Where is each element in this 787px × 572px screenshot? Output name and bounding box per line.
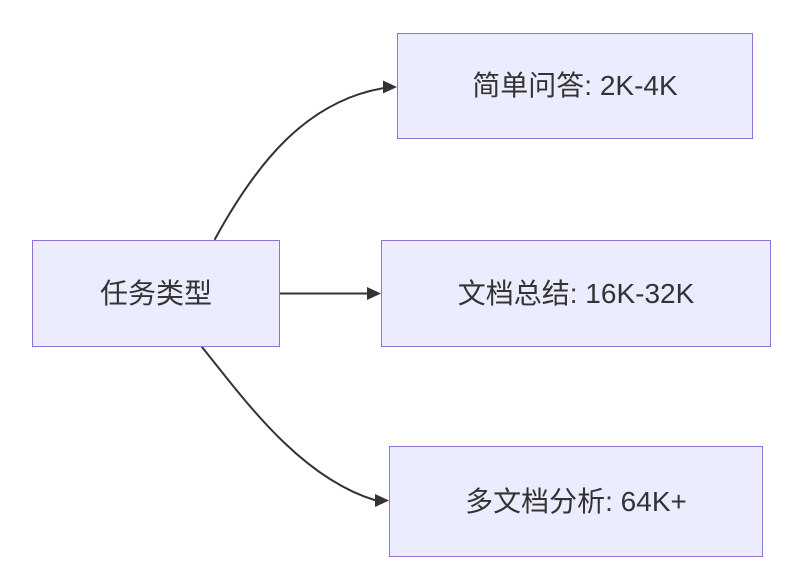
edge-line xyxy=(201,346,377,502)
arrowhead-icon xyxy=(367,287,381,300)
node-multi-doc-analysis: 多文档分析: 64K+ xyxy=(389,446,763,557)
edge-line xyxy=(214,87,385,240)
node-doc-summary: 文档总结: 16K-32K xyxy=(381,240,771,347)
arrowhead-icon xyxy=(375,494,389,507)
arrowhead-icon xyxy=(383,80,397,94)
node-simple-qa: 简单问答: 2K-4K xyxy=(397,33,753,139)
node-label: 多文档分析: 64K+ xyxy=(465,485,687,517)
node-label: 文档总结: 16K-32K xyxy=(457,277,695,309)
node-task-type: 任务类型 xyxy=(32,240,280,347)
edge-root-to-simple-qa xyxy=(214,80,397,240)
node-label: 任务类型 xyxy=(99,277,212,309)
edge-root-to-multi-doc-analysis xyxy=(201,346,389,507)
node-label: 简单问答: 2K-4K xyxy=(472,70,678,102)
edge-root-to-doc-summary xyxy=(279,287,381,300)
